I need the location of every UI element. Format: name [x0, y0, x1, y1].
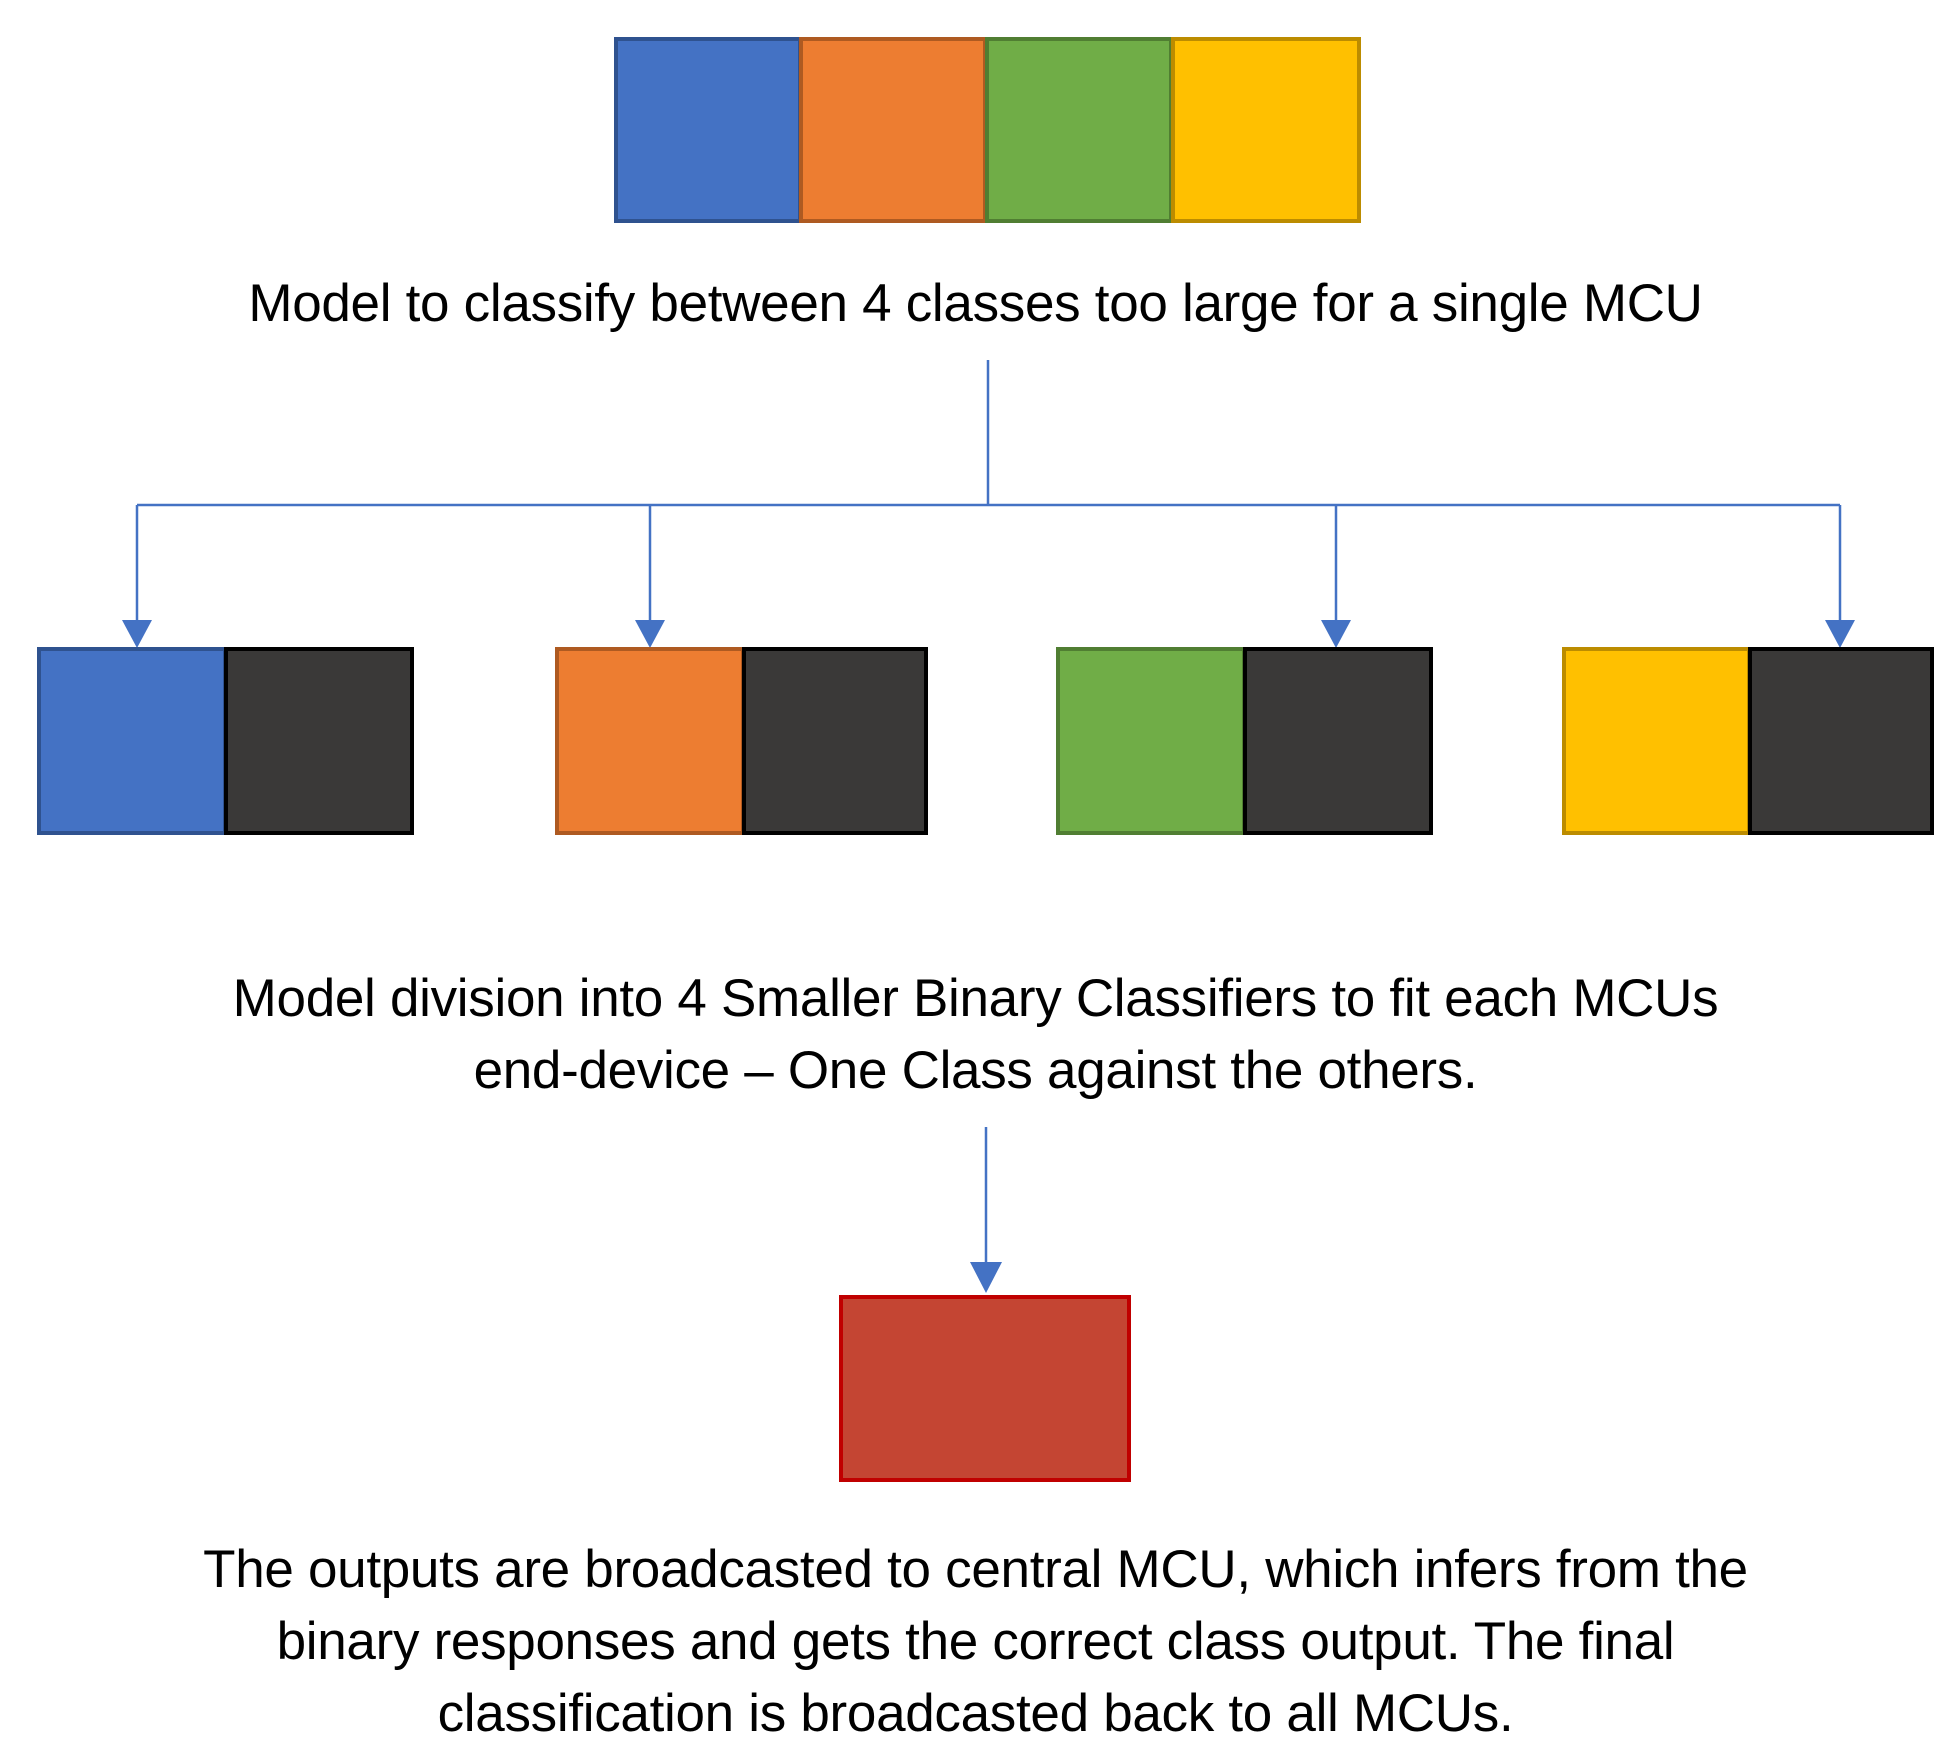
- model-caption: Model to classify between 4 classes too …: [0, 268, 1951, 340]
- binary-class-box-green: [1056, 647, 1246, 835]
- arrowhead-1: [122, 620, 152, 648]
- final-caption: The outputs are broadcasted to central M…: [0, 1534, 1951, 1750]
- binary-others-box-4: [1748, 647, 1934, 835]
- class-box-blue: [614, 37, 802, 223]
- final-caption-line1: The outputs are broadcasted to central M…: [203, 1540, 1748, 1599]
- arrowhead-4: [1825, 620, 1855, 648]
- model-caption-text: Model to classify between 4 classes too …: [248, 274, 1703, 333]
- binary-class-box-blue: [37, 647, 227, 835]
- division-caption: Model division into 4 Smaller Binary Cla…: [0, 963, 1951, 1107]
- binary-others-box-1: [224, 647, 414, 835]
- arrowhead-down: [970, 1262, 1002, 1293]
- central-mcu-box: [839, 1295, 1131, 1482]
- binary-class-box-orange: [555, 647, 745, 835]
- binary-class-box-yellow: [1562, 647, 1751, 835]
- class-box-green: [985, 37, 1173, 223]
- binary-others-box-2: [742, 647, 928, 835]
- arrowhead-2: [635, 620, 665, 648]
- binary-others-box-3: [1243, 647, 1433, 835]
- division-caption-line1: Model division into 4 Smaller Binary Cla…: [232, 969, 1719, 1028]
- final-caption-line3: classification is broadcasted back to al…: [437, 1684, 1514, 1743]
- division-caption-line2: end-device – One Class against the other…: [473, 1041, 1478, 1100]
- arrowhead-3: [1321, 620, 1351, 648]
- final-caption-line2: binary responses and gets the correct cl…: [276, 1612, 1675, 1671]
- class-box-orange: [799, 37, 987, 223]
- class-box-yellow: [1171, 37, 1361, 223]
